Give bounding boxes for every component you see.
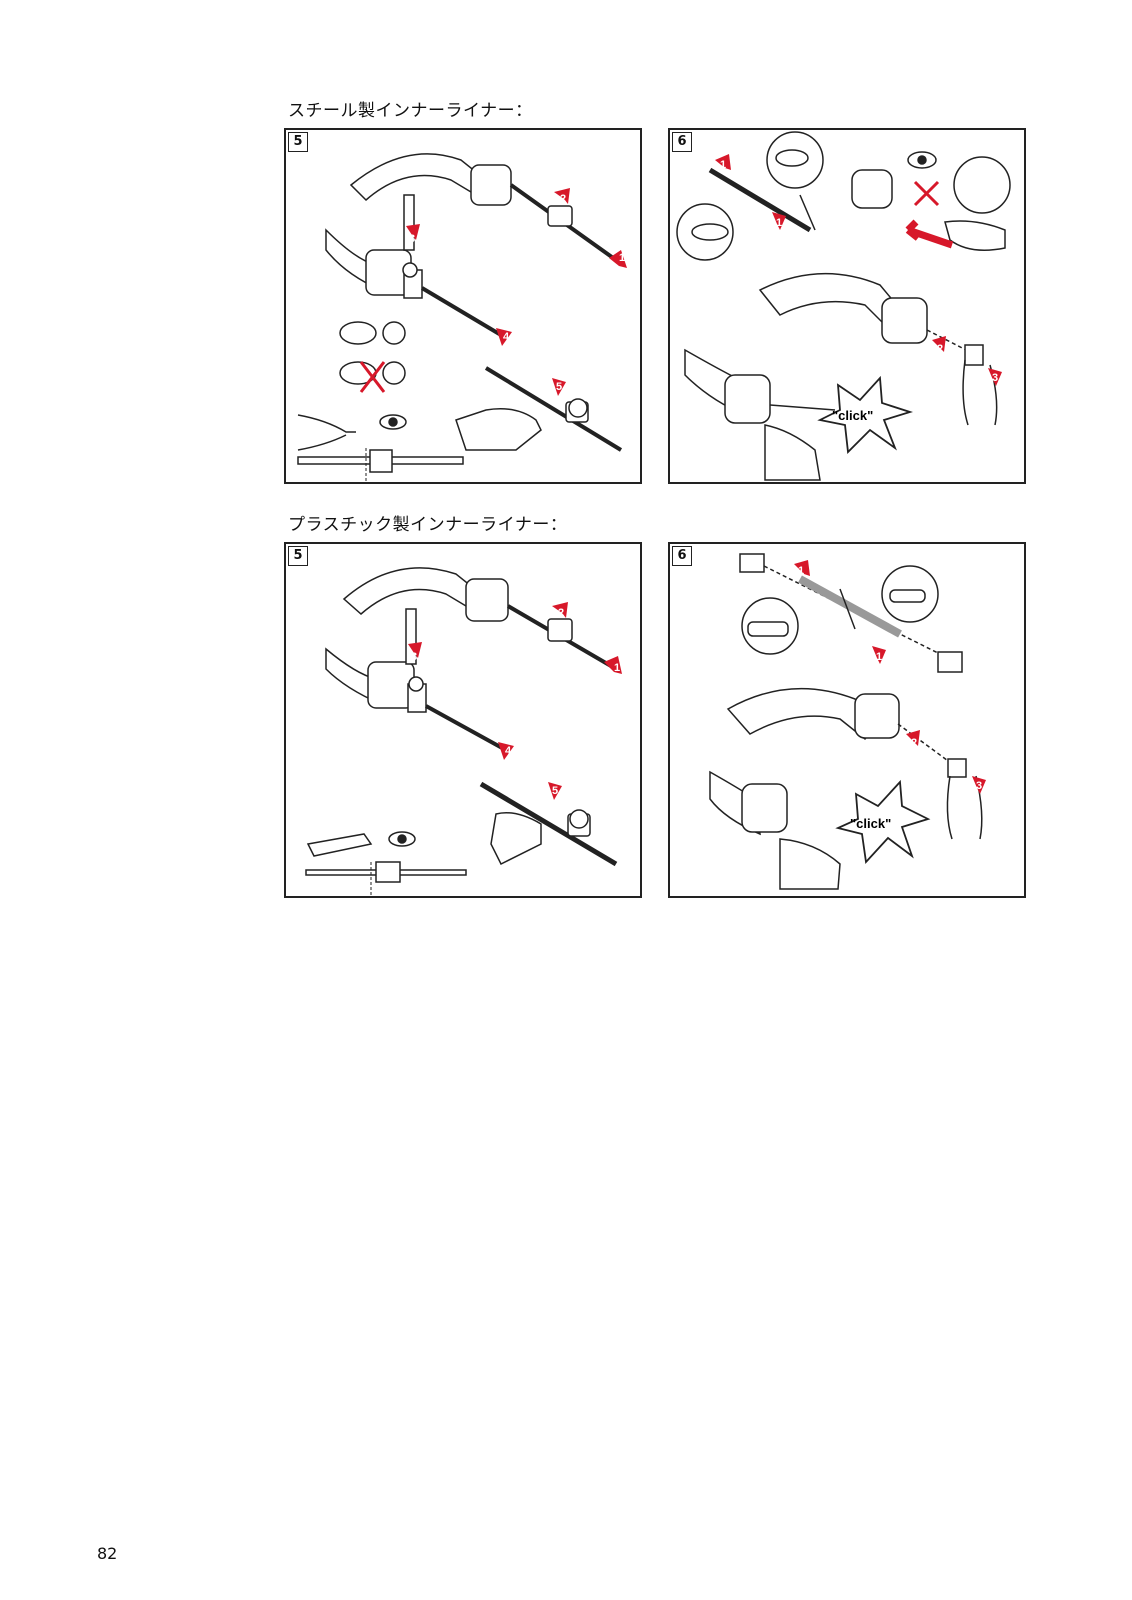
- badge-1: 1: [798, 565, 804, 577]
- badge-1b: 1: [776, 217, 782, 229]
- badge-1: 1: [619, 252, 625, 264]
- badge-4: 4: [505, 745, 512, 757]
- step-number: 5: [288, 546, 308, 566]
- panel-plastic-step-6: 6 1 1 2: [668, 542, 1026, 898]
- badge-2: 2: [911, 737, 917, 749]
- panel-steel-step-5: 5: [284, 128, 642, 484]
- section-heading-plastic: プラスチック製インナーライナー：: [288, 515, 568, 535]
- step-number: 6: [672, 132, 692, 152]
- badge-5: 5: [552, 785, 558, 797]
- step-number: 6: [672, 546, 692, 566]
- badge-2: 2: [937, 343, 943, 355]
- badge-3: 3: [992, 372, 998, 384]
- section-heading-steel: スチール製インナーライナー：: [288, 101, 533, 121]
- steel-liner-cut-illustration: 1 2 3 4 5: [297, 153, 627, 482]
- badge-1b: 1: [876, 651, 882, 663]
- click-sound-label: "click": [832, 408, 873, 423]
- badge-2: 2: [558, 607, 564, 619]
- badge-3: 3: [976, 780, 982, 792]
- badge-5: 5: [556, 381, 562, 393]
- badge-1: 1: [720, 159, 726, 171]
- plastic-liner-cut-illustration: 1 2 3 4 5: [305, 567, 622, 896]
- badge-3: 3: [409, 233, 415, 245]
- badge-2: 2: [560, 193, 566, 205]
- click-sound-label: "click": [850, 816, 891, 831]
- panel-steel-step-6: 6: [668, 128, 1026, 484]
- badge-4: 4: [503, 331, 510, 343]
- badge-1: 1: [614, 662, 620, 674]
- plastic-liner-insert-illustration: 1 1 2 3 "click": [709, 553, 986, 890]
- badge-3: 3: [411, 651, 417, 663]
- page-number: 82: [97, 1544, 118, 1563]
- panel-plastic-step-5: 5: [284, 542, 642, 898]
- steel-liner-insert-illustration: 1 1 2 3 "click": [676, 131, 1011, 481]
- step-number: 5: [288, 132, 308, 152]
